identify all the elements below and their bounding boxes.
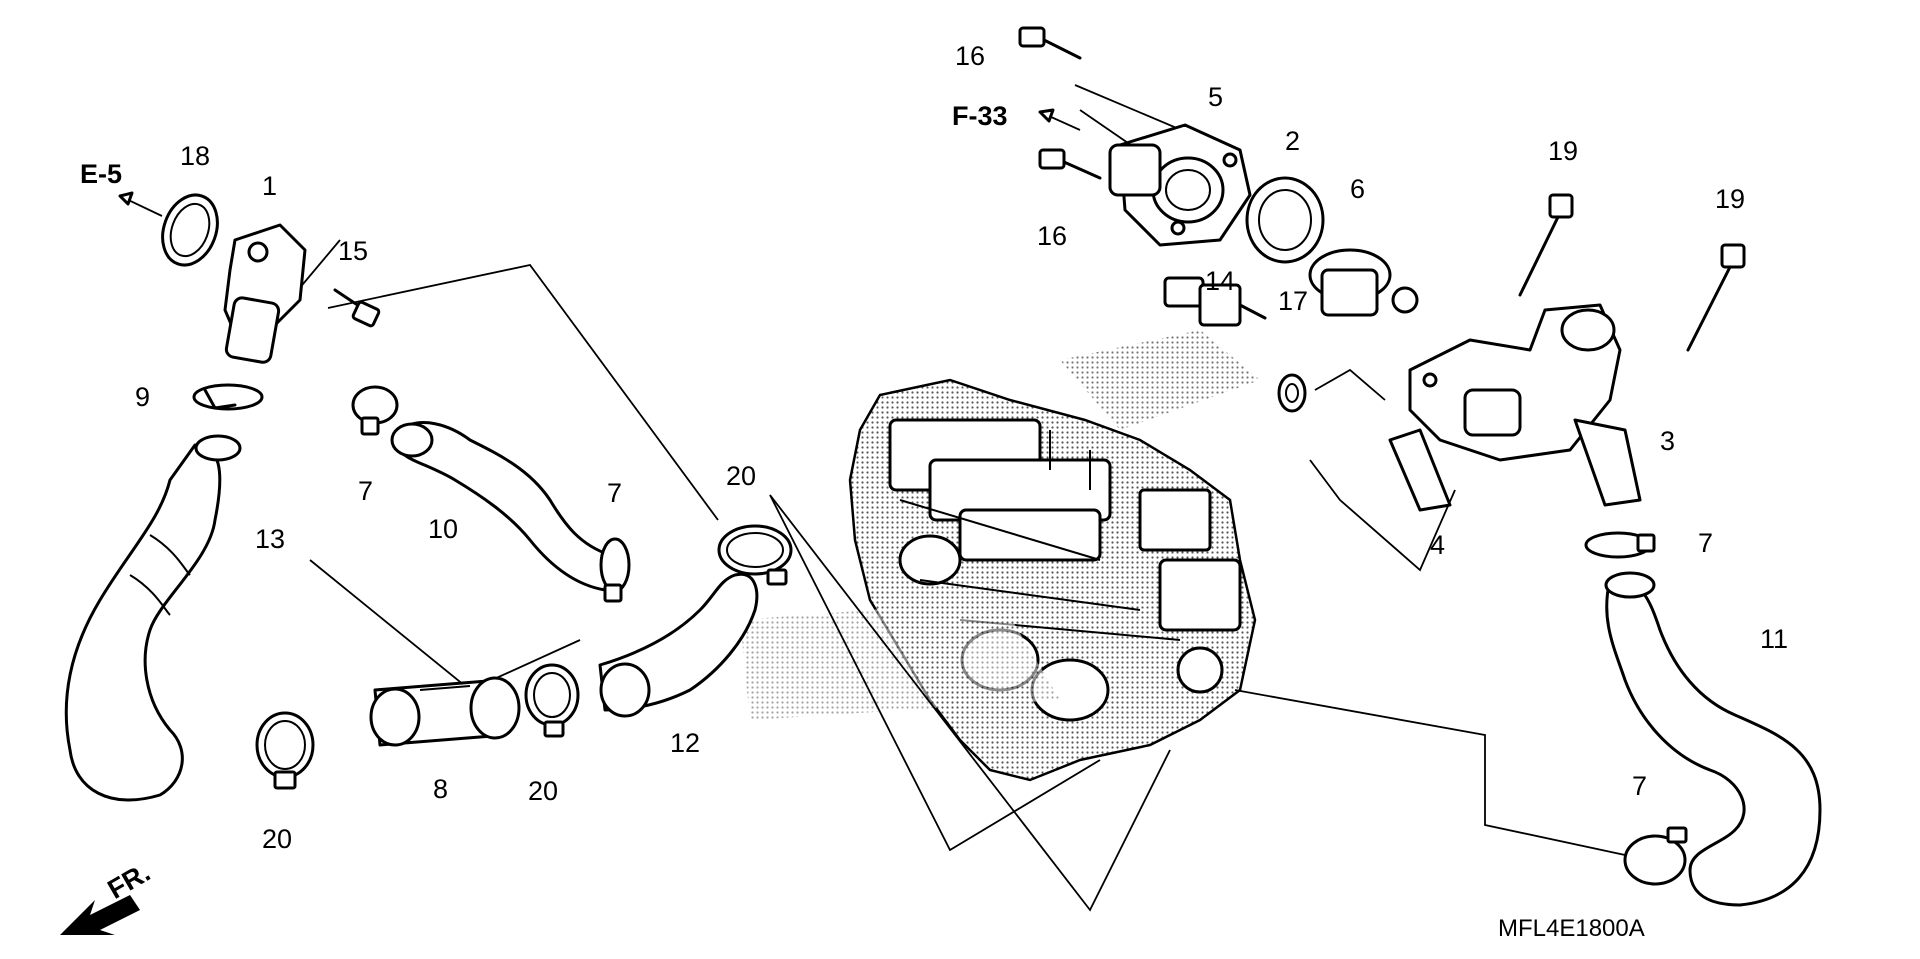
reference-f33: F-33	[952, 101, 1008, 131]
seal-2	[1245, 176, 1325, 264]
hose-11	[1605, 577, 1822, 907]
clamp-9	[192, 383, 264, 411]
callout-9: 9	[135, 382, 150, 412]
clamp-7-b	[599, 537, 631, 603]
callout-12: 12	[670, 728, 700, 758]
clamp-7-a	[351, 385, 399, 436]
callout-10: 10	[428, 514, 458, 544]
sensor-14	[1163, 276, 1267, 327]
callout-19-a: 19	[1548, 136, 1578, 166]
clamp-20-c	[717, 524, 793, 586]
hose-10	[398, 421, 612, 592]
bolt-19-a	[1518, 193, 1574, 297]
bolt-16-b	[1038, 148, 1102, 180]
gasket-4	[1388, 428, 1452, 512]
callout-11: 11	[1760, 624, 1788, 654]
callout-7-c: 7	[1698, 528, 1713, 558]
callout-4: 4	[1430, 530, 1445, 560]
callout-1: 1	[262, 171, 277, 201]
callout-20-a: 20	[262, 824, 292, 854]
callout-20-b: 20	[528, 776, 558, 806]
bolt-15	[333, 288, 381, 328]
callout-8: 8	[433, 774, 448, 804]
front-arrow	[60, 895, 140, 935]
callout-14: 14	[1205, 266, 1235, 296]
callout-6: 6	[1350, 174, 1365, 204]
washer-17	[1277, 373, 1307, 413]
callout-13: 13	[255, 524, 285, 554]
callout-18: 18	[180, 141, 210, 171]
shading-band	[1060, 330, 1260, 430]
callout-16-a: 16	[955, 41, 985, 71]
diagram-code: MFL4E1800A	[1498, 915, 1645, 942]
hose-13	[64, 443, 222, 802]
water-joint-1	[223, 223, 307, 364]
thermostat-housing-5	[1108, 123, 1252, 247]
callout-17: 17	[1278, 286, 1308, 316]
thermostat-6	[1308, 248, 1419, 317]
callout-15: 15	[338, 236, 368, 266]
engine-block	[848, 378, 1257, 782]
callout-3: 3	[1660, 426, 1675, 456]
o-ring-18	[161, 193, 219, 267]
bolt-16-a	[1018, 26, 1082, 60]
clamp-20-a	[255, 711, 315, 790]
callout-19-b: 19	[1715, 184, 1745, 214]
clamp-7-d	[1623, 826, 1688, 886]
callout-5: 5	[1208, 82, 1223, 112]
callout-2: 2	[1285, 126, 1300, 156]
callout-7-b: 7	[607, 478, 622, 508]
front-label: FR.	[103, 857, 156, 905]
pump-cover-3	[1408, 303, 1642, 507]
water-pipe-8	[369, 676, 521, 747]
leader-lines	[297, 84, 1626, 912]
reference-e5: E-5	[80, 159, 122, 189]
callout-7-a: 7	[358, 476, 373, 506]
shading-band-lower	[740, 600, 1060, 720]
callout-20-c: 20	[726, 461, 756, 491]
callout-7-d: 7	[1632, 771, 1647, 801]
clamp-7-c	[1584, 531, 1656, 559]
clamp-20-b	[524, 663, 580, 738]
bolt-19-b	[1686, 243, 1746, 352]
callout-16-b: 16	[1037, 221, 1067, 251]
